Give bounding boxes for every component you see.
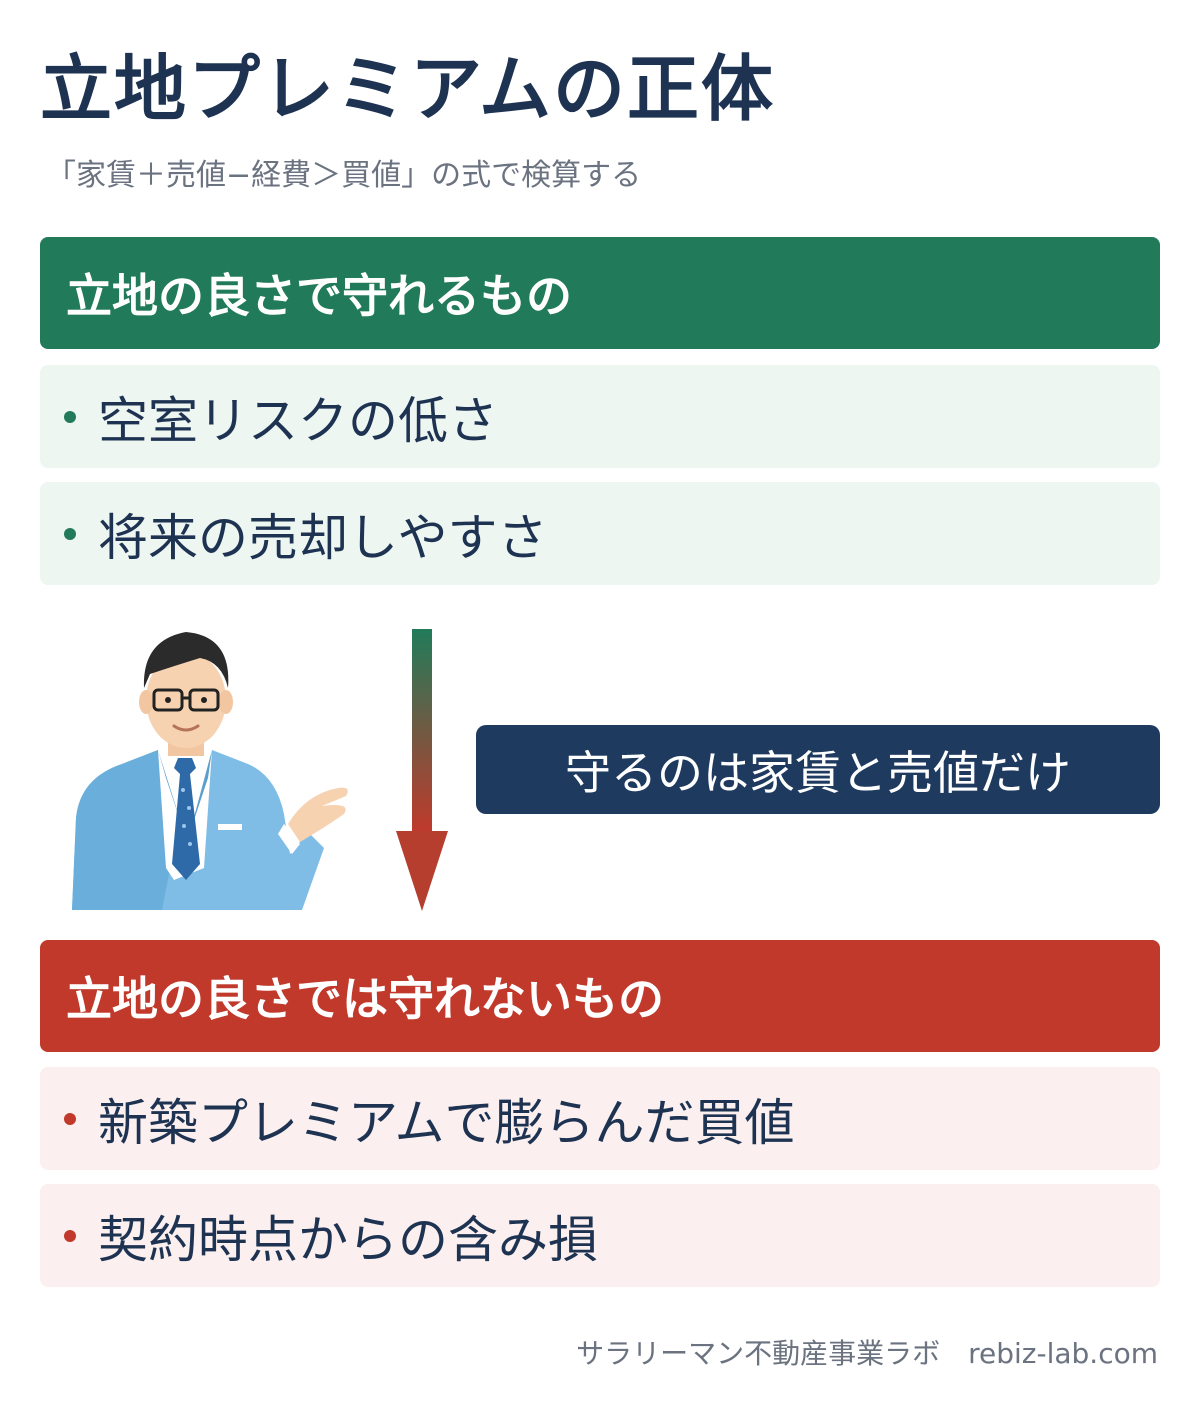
protected-heading: 立地の良さで守れるもの <box>40 237 1160 349</box>
page-subtitle: 「家賃＋売値−経費＞買値」の式で検算する <box>46 158 642 193</box>
protected-item: 将来の売却しやすさ <box>40 482 1160 585</box>
protected-item: 空室リスクの低さ <box>40 365 1160 468</box>
note-box: 守るのは家賃と売値だけ <box>476 725 1160 814</box>
not-protected-heading: 立地の良さでは守れないもの <box>40 940 1160 1052</box>
protected-item-label: 空室リスクの低さ <box>98 391 498 450</box>
down-arrow-icon <box>396 629 448 911</box>
footer: サラリーマン不動産事業ラボ rebiz-lab.com <box>576 1332 1158 1372</box>
protected-item-label: 将来の売却しやすさ <box>98 508 548 567</box>
page-title: 立地プレミアムの正体 <box>40 47 775 131</box>
not-protected-item: 新築プレミアムで膨らんだ買値 <box>40 1067 1160 1170</box>
bullet-dot-icon <box>64 1112 76 1125</box>
bullet-dot-icon <box>64 1229 76 1242</box>
not-protected-item-label: 新築プレミアムで膨らんだ買値 <box>98 1093 795 1152</box>
footer-site: rebiz-lab.com <box>968 1337 1158 1370</box>
footer-brand: サラリーマン不動産事業ラボ <box>576 1337 941 1370</box>
bullet-dot-icon <box>64 410 76 423</box>
bullet-dot-icon <box>64 527 76 540</box>
not-protected-item: 契約時点からの含み損 <box>40 1184 1160 1287</box>
not-protected-item-label: 契約時点からの含み損 <box>98 1210 598 1269</box>
businessman-illustration <box>72 632 348 910</box>
